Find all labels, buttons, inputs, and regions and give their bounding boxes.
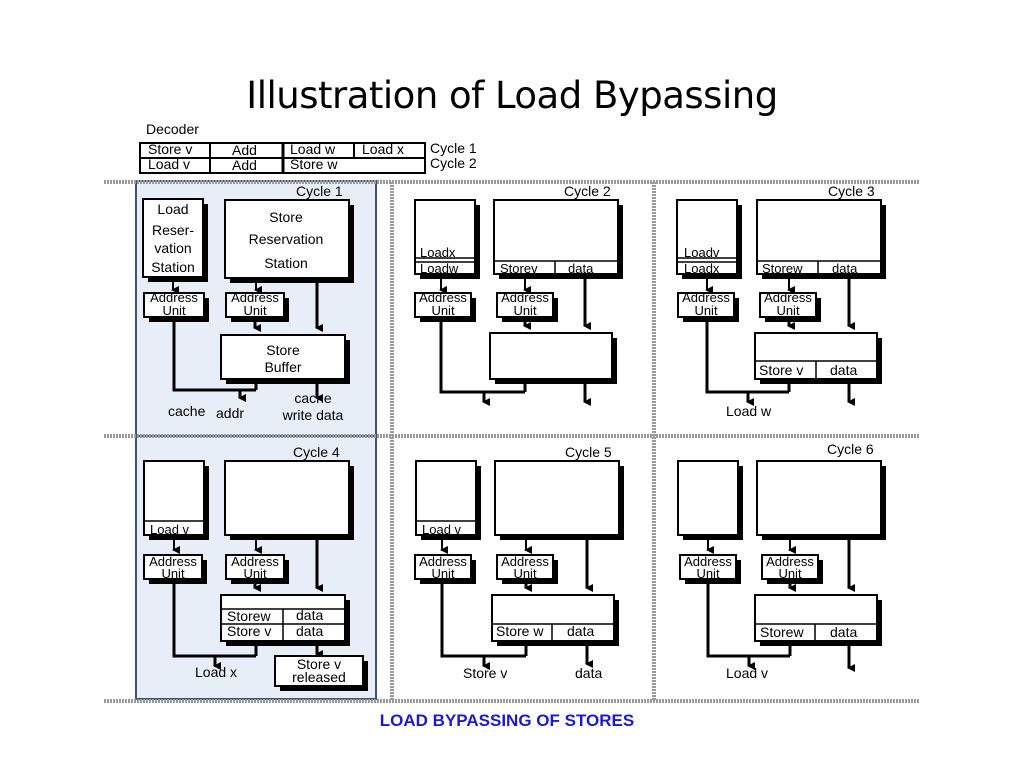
address-unit-label: Address xyxy=(501,554,549,569)
output-label: Load v xyxy=(726,665,768,681)
address-unit-label: Unit xyxy=(162,303,186,318)
decoder-cell: Load v xyxy=(148,156,190,172)
address-unit-label: Address xyxy=(501,290,549,305)
panel-cycle-6: Cycle 6 Address Unit Address Unit Storew… xyxy=(677,441,886,681)
load-entry: Loadx xyxy=(684,261,720,276)
buffer-entry-data: data xyxy=(567,623,594,639)
released-label: Store v xyxy=(297,656,341,672)
store-rs-label: Store xyxy=(269,209,303,225)
store-rs-label: Reservation xyxy=(249,231,324,247)
store-rs-label: Station xyxy=(264,255,308,271)
decoder-label: Decoder xyxy=(146,121,199,137)
address-unit-label: Address xyxy=(419,554,467,569)
output-label: Load w xyxy=(726,403,772,419)
decoder: Decoder Store v Add Load w Load x Load v… xyxy=(139,121,477,174)
cycle-label: Cycle 4 xyxy=(293,444,340,460)
address-unit-label: Unit xyxy=(513,566,537,581)
address-unit-label: Address xyxy=(684,554,732,569)
decoder-cell: Load w xyxy=(290,141,336,157)
decoder-cell: Store w xyxy=(290,156,338,172)
output-label: Store v xyxy=(463,665,507,681)
load-entry: Load v xyxy=(150,522,190,537)
address-unit-label: Address xyxy=(764,290,812,305)
store-entry-data: data xyxy=(832,261,858,276)
cache-write-label: cache xyxy=(294,390,332,406)
address-unit-label: Address xyxy=(231,554,279,569)
decoder-cycle-label: Cycle 1 xyxy=(430,140,477,156)
panel-cycle-4: Cycle 4 Load v Address Unit Address Unit… xyxy=(143,444,368,691)
output-label: Load x xyxy=(195,664,237,680)
diagram-caption: LOAD BYPASSING OF STORES xyxy=(380,711,634,730)
address-unit-label: Unit xyxy=(694,303,718,318)
cycle-label: Cycle 2 xyxy=(564,183,611,199)
buffer-entry-data: data xyxy=(296,607,323,623)
address-unit-label: Address xyxy=(419,290,467,305)
store-entry-name: Storew xyxy=(762,261,803,276)
address-unit-label: Unit xyxy=(161,566,185,581)
address-unit-label: Address xyxy=(149,554,197,569)
address-unit-label: Unit xyxy=(776,303,800,318)
address-unit-label: Unit xyxy=(431,303,455,318)
buffer-entry-data: data xyxy=(830,624,857,640)
buffer-entry-data: data xyxy=(830,362,857,378)
load-rs-label: vation xyxy=(154,240,191,256)
address-unit-label: Address xyxy=(231,290,279,305)
load-entry: Loadv xyxy=(684,245,720,260)
cycle-label: Cycle 6 xyxy=(827,441,874,457)
store-buffer-label: Store xyxy=(266,342,300,358)
addr-label: addr xyxy=(216,405,244,421)
buffer-entry-name: Storew xyxy=(227,608,271,624)
address-unit-label: Address xyxy=(150,290,198,305)
output-label: data xyxy=(575,665,602,681)
load-entry: Loadw xyxy=(420,261,459,276)
load-rs-label: Station xyxy=(151,259,195,275)
panel-cycle-3: Cycle 3 Loadv Loadx Storew data Address … xyxy=(676,183,886,419)
address-unit-label: Address xyxy=(682,290,730,305)
buffer-entry-name: Store w xyxy=(496,623,544,639)
buffer-entry-data: data xyxy=(296,623,323,639)
buffer-entry-name: Storew xyxy=(760,624,804,640)
address-unit-label: Unit xyxy=(243,303,267,318)
load-entry: Loadx xyxy=(420,245,456,260)
cache-label: cache xyxy=(168,403,206,419)
dotted-separators xyxy=(104,180,920,703)
decoder-cell: Load x xyxy=(362,141,404,157)
panel-cycle-2: Cycle 2 Loadx Loadw Storev data Address … xyxy=(414,183,623,406)
cache-write-label: write data xyxy=(282,407,344,423)
address-unit-label: Unit xyxy=(513,303,537,318)
decoder-cell: Add xyxy=(232,142,257,158)
address-unit-label: Unit xyxy=(243,566,267,581)
address-unit-label: Unit xyxy=(778,566,802,581)
page-title: Illustration of Load Bypassing xyxy=(246,74,778,117)
load-rs-label: Load xyxy=(157,201,188,217)
store-buffer-label: Buffer xyxy=(264,359,301,375)
store-entry-name: Storev xyxy=(500,261,538,276)
decoder-cell: Store v xyxy=(148,141,192,157)
decoder-cell: Add xyxy=(232,157,257,173)
address-unit-label: Address xyxy=(766,554,814,569)
address-unit-label: Unit xyxy=(696,566,720,581)
cycle-label: Cycle 5 xyxy=(565,444,612,460)
address-unit-label: Unit xyxy=(431,566,455,581)
cycle-label: Cycle 3 xyxy=(828,183,875,199)
cycle-label: Cycle 1 xyxy=(296,183,343,199)
decoder-cycle-label: Cycle 2 xyxy=(430,155,477,171)
buffer-entry-name: Store v xyxy=(759,362,803,378)
buffer-entry-name: Store v xyxy=(227,623,271,639)
panel-cycle-1: Cycle 1 Load Reser- vation Station Store… xyxy=(142,183,354,423)
released-label: released xyxy=(292,669,346,685)
panel-cycle-5: Cycle 5 Load v Address Unit Address Unit… xyxy=(414,444,624,681)
store-entry-data: data xyxy=(568,261,594,276)
load-rs-label: Reser- xyxy=(152,222,194,238)
load-entry: Load v xyxy=(422,522,462,537)
